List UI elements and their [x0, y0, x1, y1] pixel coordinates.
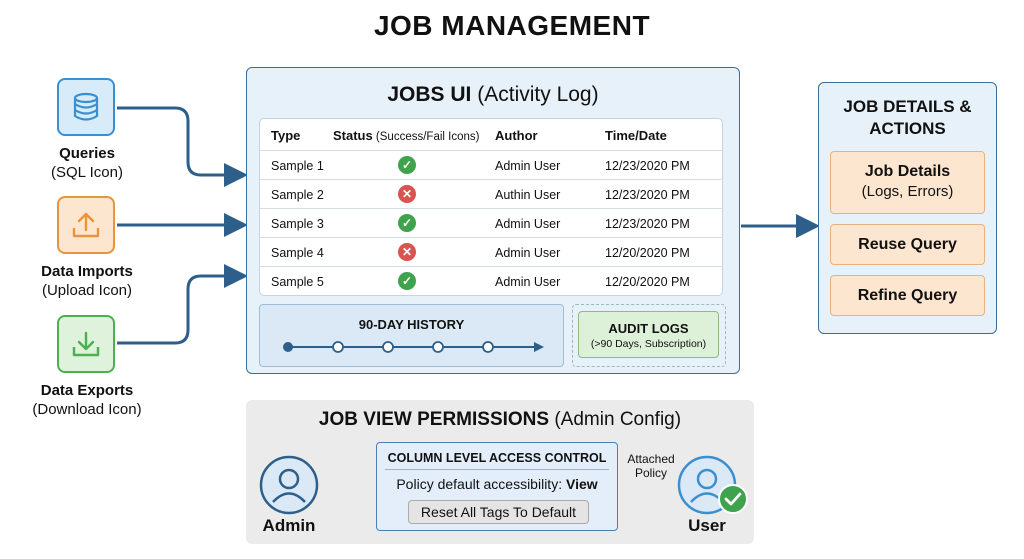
exports-name: Data Exports [40, 382, 134, 399]
policy-value: View [565, 476, 598, 492]
row-type: Sample 3 [271, 217, 324, 231]
row-time: 12/20/2020 PM [605, 246, 690, 260]
imports-label: Data Imports (Upload Icon) [7, 262, 167, 300]
row-time: 12/23/2020 PM [605, 188, 690, 202]
permissions-title-bold: JOB VIEW PERMISSIONS [318, 409, 550, 430]
policy-line: Policy default accessibility: View [377, 476, 617, 492]
user-avatar-icon [677, 455, 748, 515]
attached-policy-label: Attached Policy [620, 452, 682, 480]
policy-text: Policy default accessibility: [396, 476, 566, 492]
table-row[interactable]: Sample 3 ✓ Admin User 12/23/2020 PM [260, 208, 722, 237]
exports-sub: (Download Icon) [32, 401, 142, 418]
row-time: 12/23/2020 PM [605, 159, 690, 173]
audit-logs-sub: (>90 Days, Subscription) [590, 338, 707, 350]
row-time: 12/20/2020 PM [605, 275, 690, 289]
reset-tags-button[interactable]: Reset All Tags To Default [408, 500, 589, 524]
permissions-title: JOB VIEW PERMISSIONS (Admin Config) [246, 409, 754, 431]
cla-title: COLUMN LEVEL ACCESS CONTROL [387, 451, 607, 465]
table-row[interactable]: Sample 1 ✓ Admin User 12/23/2020 PM [260, 150, 722, 179]
row-type: Sample 2 [271, 188, 324, 202]
timeline-dot [382, 341, 394, 353]
admin-label: Admin [262, 516, 316, 535]
col-header-status: Status (Success/Fail Icons) [333, 128, 479, 143]
col-header-time: Time/Date [605, 128, 667, 143]
imports-name: Data Imports [41, 263, 133, 280]
table-row[interactable]: Sample 2 ✕ Authin User 12/23/2020 PM [260, 179, 722, 208]
job-details-title-line1: JOB DETAILS & [843, 97, 972, 116]
history-timeline[interactable] [278, 335, 548, 359]
imports-icon-box [57, 196, 115, 254]
col-header-author: Author [495, 128, 538, 143]
queries-label: Queries (SQL Icon) [7, 144, 167, 182]
admin-avatar-icon [259, 455, 319, 515]
history-label: 90-DAY HISTORY [358, 317, 465, 332]
col-header-status-sub: (Success/Fail Icons) [372, 131, 480, 143]
audit-logs-box[interactable]: AUDIT LOGS (>90 Days, Subscription) [578, 311, 719, 358]
queries-sub: (SQL Icon) [51, 164, 123, 181]
fail-icon: ✕ [398, 243, 416, 261]
job-details-button[interactable]: Job Details (Logs, Errors) [830, 151, 985, 214]
queries-name: Queries [59, 145, 115, 162]
download-icon [72, 331, 100, 357]
success-icon: ✓ [398, 156, 416, 174]
exports-arrow [117, 264, 248, 345]
success-icon: ✓ [398, 214, 416, 232]
queries-icon-box [57, 78, 115, 136]
reuse-query-button[interactable]: Reuse Query [830, 224, 985, 265]
activity-log-table: Type Status (Success/Fail Icons) Author … [259, 118, 723, 296]
audit-logs-frame [572, 304, 726, 367]
imports-sub: (Upload Icon) [41, 282, 133, 299]
attached-line1: Attached [627, 452, 675, 466]
refine-query-button[interactable]: Refine Query [830, 275, 985, 316]
page-title: JOB MANAGEMENT [373, 10, 651, 41]
table-row[interactable]: Sample 5 ✓ Admin User 12/20/2020 PM [260, 266, 722, 295]
fail-icon: ✕ [398, 185, 416, 203]
audit-logs-title: AUDIT LOGS [608, 321, 689, 336]
row-type: Sample 4 [271, 246, 324, 260]
row-type: Sample 5 [271, 275, 324, 289]
database-icon [73, 92, 99, 121]
attached-line2: Policy [634, 466, 667, 480]
jobs-ui-title-bold: JOBS UI [387, 83, 472, 106]
verified-badge-icon [718, 484, 748, 514]
upload-icon [72, 212, 100, 238]
user-label: User [688, 516, 726, 535]
exports-icon-box [57, 315, 115, 373]
queries-arrow [117, 106, 248, 187]
table-row[interactable]: Sample 4 ✕ Admin User 12/20/2020 PM [260, 237, 722, 266]
job-details-label: Job Details [864, 163, 951, 180]
row-type: Sample 1 [271, 159, 324, 173]
success-icon: ✓ [398, 272, 416, 290]
row-author: Admin User [495, 159, 561, 173]
job-details-sub: (Logs, Errors) [861, 183, 954, 200]
row-time: 12/23/2020 PM [605, 217, 690, 231]
row-author: Admin User [495, 246, 561, 260]
timeline-dot [482, 341, 494, 353]
history-box[interactable]: 90-DAY HISTORY [259, 304, 564, 367]
exports-label: Data Exports (Download Icon) [7, 381, 167, 419]
jobs-ui-title: JOBS UI (Activity Log) [247, 83, 739, 107]
row-author: Admin User [495, 275, 561, 289]
timeline-dot [432, 341, 444, 353]
job-details-panel-title: JOB DETAILS & ACTIONS [819, 96, 996, 140]
job-details-title-line2: ACTIONS [869, 119, 946, 138]
timeline-dot [332, 341, 344, 353]
col-header-status-label: Status [333, 128, 373, 143]
row-author: Admin User [495, 217, 561, 231]
col-header-type: Type [271, 128, 301, 143]
permissions-title-rest: (Admin Config) [549, 409, 682, 430]
row-author: Authin User [495, 188, 561, 202]
jobs-ui-title-rest: (Activity Log) [471, 83, 599, 106]
timeline-dot [283, 342, 293, 352]
